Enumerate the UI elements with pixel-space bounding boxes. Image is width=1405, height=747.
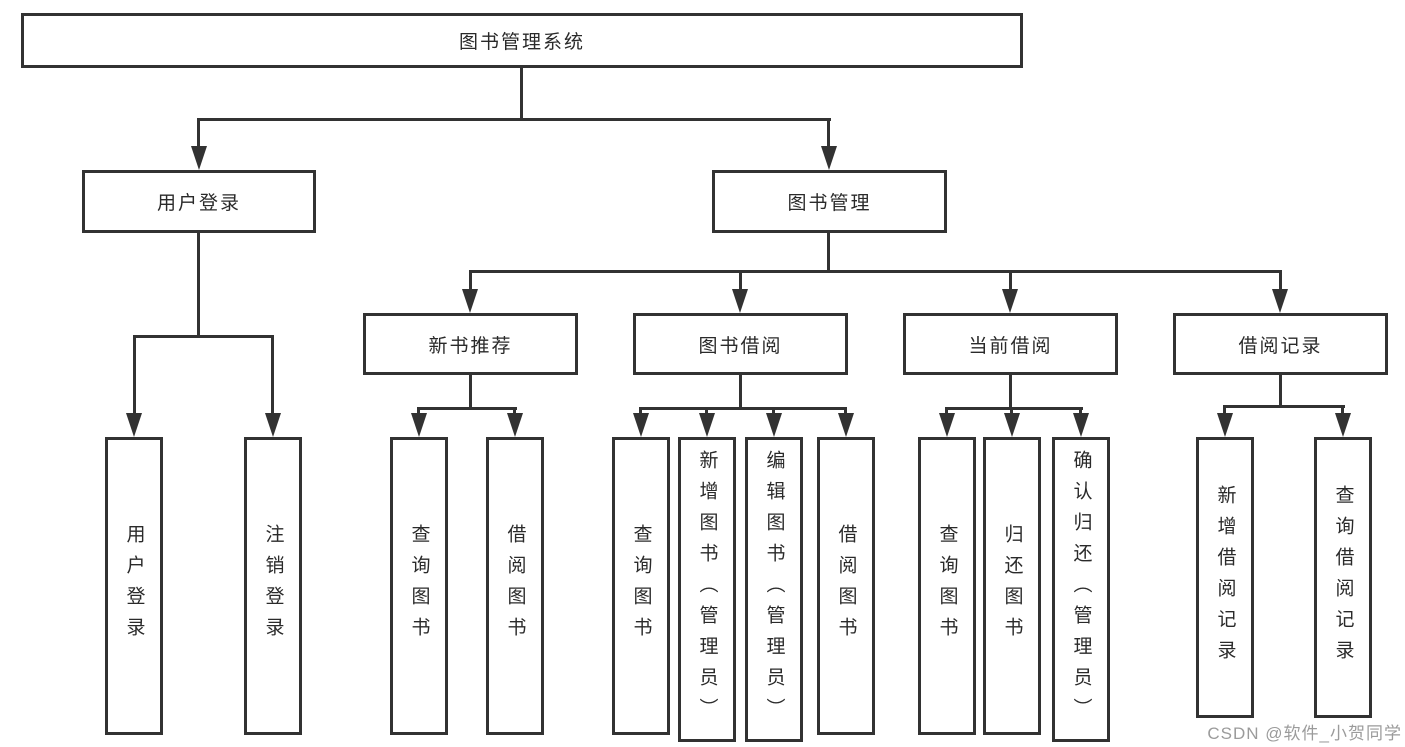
connector-line: [133, 335, 136, 415]
connector-line: [1009, 375, 1012, 407]
leaf-records-add-record: 新增借阅记录: [1196, 437, 1254, 718]
connector-line: [1223, 405, 1345, 408]
connector-line: [639, 407, 642, 415]
leaf-current-query-books: 查询图书: [918, 437, 976, 735]
connector-line: [739, 270, 742, 291]
arrow-down-icon: [838, 413, 854, 437]
connector-line: [469, 270, 1282, 273]
arrow-down-icon: [766, 413, 782, 437]
leaf-current-confirm-return-admin: 确认归还（管理员）: [1052, 437, 1110, 742]
node-root: 图书管理系统: [21, 13, 1023, 68]
connector-line: [772, 407, 775, 415]
connector-line: [827, 233, 830, 270]
connector-line: [1010, 407, 1013, 415]
leaf-borrowing-add-books-admin: 新增图书（管理员）: [678, 437, 736, 742]
connector-line: [844, 407, 847, 415]
connector-line: [271, 335, 274, 415]
node-book-borrowing: 图书借阅: [633, 313, 848, 375]
arrow-down-icon: [1073, 413, 1089, 437]
connector-line: [1079, 407, 1082, 415]
connector-line: [197, 233, 200, 335]
arrow-down-icon: [411, 413, 427, 437]
arrow-down-icon: [265, 413, 281, 437]
arrow-down-icon: [1217, 413, 1233, 437]
arrow-down-icon: [126, 413, 142, 437]
leaf-records-query-record: 查询借阅记录: [1314, 437, 1372, 718]
connector-line: [1223, 405, 1226, 415]
connector-line: [197, 118, 831, 121]
leaf-current-return-books: 归还图书: [983, 437, 1041, 735]
node-book-management: 图书管理: [712, 170, 947, 233]
leaf-recommend-borrow-books: 借阅图书: [486, 437, 544, 735]
arrow-down-icon: [821, 146, 837, 170]
connector-line: [827, 118, 830, 152]
csdn-watermark: CSDN @软件_小贺同学: [1207, 724, 1402, 743]
connector-line: [513, 407, 516, 415]
arrow-down-icon: [507, 413, 523, 437]
leaf-borrowing-borrow-books: 借阅图书: [817, 437, 875, 735]
arrow-down-icon: [939, 413, 955, 437]
connector-line: [639, 407, 847, 410]
connector-line: [945, 407, 1083, 410]
connector-line: [417, 407, 420, 415]
connector-line: [1279, 375, 1282, 405]
connector-line: [945, 407, 948, 415]
connector-line: [520, 68, 523, 118]
leaf-borrowing-query-books: 查询图书: [612, 437, 670, 735]
connector-line: [417, 407, 517, 410]
arrow-down-icon: [699, 413, 715, 437]
arrow-down-icon: [1002, 289, 1018, 313]
connector-line: [133, 335, 274, 338]
connector-line: [469, 270, 472, 291]
node-new-book-recommend: 新书推荐: [363, 313, 578, 375]
leaf-user-login: 用户登录: [105, 437, 163, 735]
arrow-down-icon: [732, 289, 748, 313]
arrow-down-icon: [1335, 413, 1351, 437]
connector-line: [197, 118, 200, 152]
leaf-recommend-query-books: 查询图书: [390, 437, 448, 735]
leaf-logout: 注销登录: [244, 437, 302, 735]
arrow-down-icon: [1272, 289, 1288, 313]
connector-line: [1279, 270, 1282, 291]
connector-line: [1009, 270, 1012, 291]
node-user-login: 用户登录: [82, 170, 316, 233]
connector-line: [469, 375, 472, 407]
arrow-down-icon: [1004, 413, 1020, 437]
node-borrow-records: 借阅记录: [1173, 313, 1388, 375]
connector-line: [739, 375, 742, 407]
arrow-down-icon: [633, 413, 649, 437]
node-current-borrowing: 当前借阅: [903, 313, 1118, 375]
arrow-down-icon: [462, 289, 478, 313]
arrow-down-icon: [191, 146, 207, 170]
leaf-borrowing-edit-books-admin: 编辑图书（管理员）: [745, 437, 803, 742]
connector-line: [705, 407, 708, 415]
connector-line: [1341, 405, 1344, 415]
